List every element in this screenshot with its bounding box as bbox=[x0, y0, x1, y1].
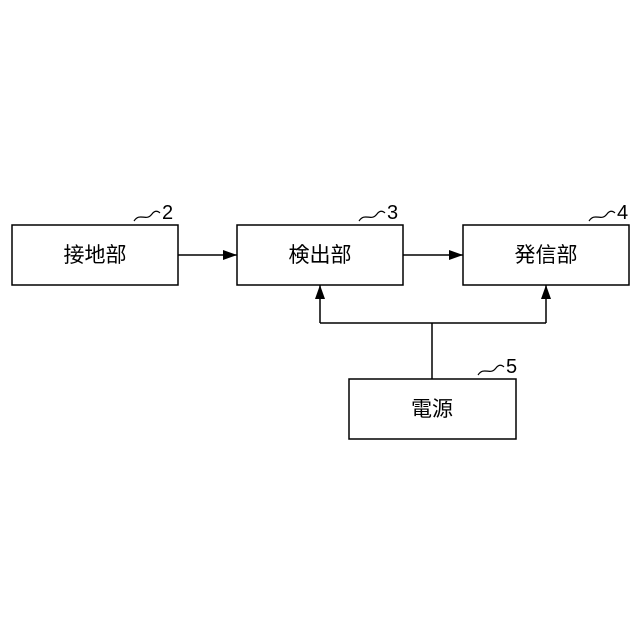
ref-leader-5 bbox=[478, 365, 504, 375]
block-grounding-label: 接地部 bbox=[64, 243, 127, 267]
block-transmitter-label: 発信部 bbox=[515, 243, 578, 267]
ref-numeral-2: 2 bbox=[162, 202, 173, 224]
block-detection: 検出部 bbox=[237, 225, 403, 285]
ref-leader-2 bbox=[134, 211, 160, 221]
block-transmitter: 発信部 bbox=[463, 225, 629, 285]
ref-leader-3 bbox=[359, 211, 385, 221]
block-grounding: 接地部 bbox=[12, 225, 178, 285]
block-detection-label: 検出部 bbox=[289, 243, 352, 267]
ref-leader-4 bbox=[589, 211, 615, 221]
block-power-label: 電源 bbox=[411, 397, 453, 421]
ref-numeral-4: 4 bbox=[617, 202, 628, 224]
block-power: 電源 bbox=[349, 379, 516, 439]
ref-numeral-3: 3 bbox=[387, 202, 398, 224]
ref-numeral-5: 5 bbox=[506, 356, 517, 378]
